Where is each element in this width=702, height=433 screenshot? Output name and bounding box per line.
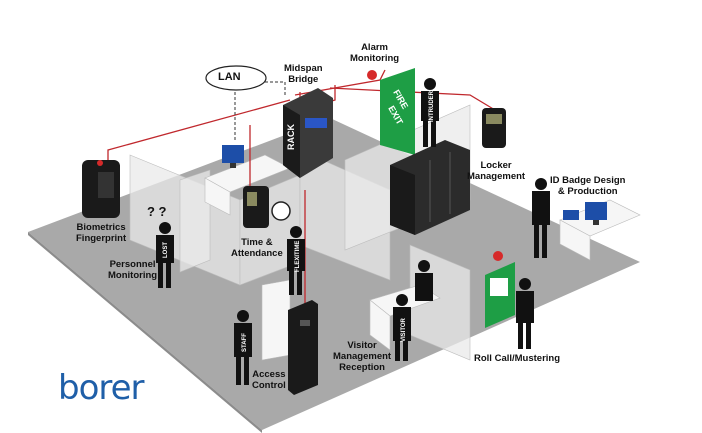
- locker-terminal-icon: [482, 108, 506, 148]
- person-receptionist: [415, 260, 433, 301]
- flexitime-badge: FLEXITIME: [295, 241, 301, 272]
- lost-badge: LOST: [163, 242, 169, 258]
- clock-icon: [271, 201, 291, 221]
- alarm-bell-icon: [367, 70, 377, 80]
- rollcall-label: Roll Call/Mustering: [474, 353, 561, 364]
- lockers: [390, 140, 470, 235]
- intruder-badge: INTRUDER: [429, 90, 435, 122]
- time-attendance-label: Time &Attendance: [231, 237, 283, 259]
- staff-badge: STAFF: [242, 333, 248, 352]
- floor-edge: [28, 232, 262, 433]
- access-control-turnstile: [288, 300, 318, 395]
- question-marks: ? ?: [147, 204, 167, 219]
- time-attendance-terminal-icon: [243, 186, 269, 228]
- visitor-badge: VISITOR: [401, 317, 407, 342]
- rollcall-beacon-icon: [493, 251, 503, 261]
- borer-logo: borer: [58, 368, 145, 408]
- assembly-point-sign: [485, 262, 515, 328]
- person-rollcall: [516, 278, 534, 349]
- person-intruder: INTRUDER: [421, 78, 439, 147]
- person-lost: LOST: [156, 222, 174, 288]
- lan-links: [234, 81, 286, 140]
- rack-label: RACK: [286, 124, 296, 150]
- badge-monitor-icon: [563, 202, 607, 225]
- monitor-icon: [222, 145, 244, 168]
- lan-label: LAN: [218, 71, 241, 83]
- person-visitor: VISITOR: [393, 294, 411, 361]
- fire-exit-door: FIRE EXIT: [380, 68, 415, 155]
- person-flexitime: FLEXITIME: [287, 226, 305, 295]
- id-badge-label: ID Badge Design& Production: [550, 175, 626, 197]
- server-rack: RACK: [283, 88, 333, 178]
- biometric-terminal-icon: [82, 160, 120, 218]
- lan-cloud-icon: [205, 65, 267, 91]
- person-badge-operator: [532, 178, 550, 258]
- person-staff: STAFF: [234, 310, 252, 385]
